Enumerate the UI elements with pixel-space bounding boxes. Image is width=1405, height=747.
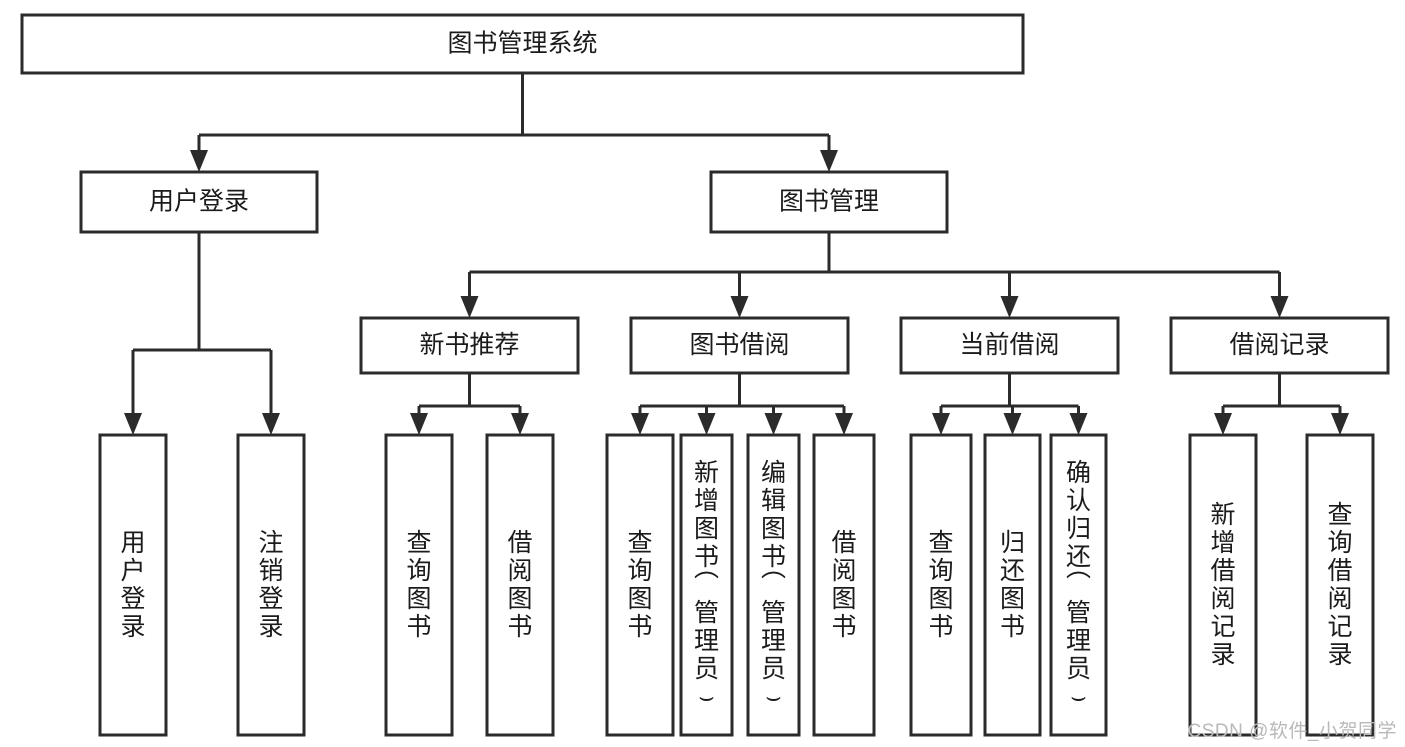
- book-management-arrow-1: [730, 296, 749, 318]
- node-leaf-add-record-label: 新增借阅记录: [1210, 501, 1235, 669]
- node-leaf-add-record[interactable]: 新增借阅记录: [1188, 433, 1258, 737]
- node-new-book-recommend-rect[interactable]: [359, 316, 580, 375]
- node-leaf-borrow-book-1[interactable]: 借阅图书: [485, 433, 555, 737]
- node-user-login[interactable]: 用户登录: [79, 170, 319, 234]
- user-login-arrow-0: [124, 413, 142, 435]
- node-leaf-edit-book[interactable]: 编辑图书⌒管理员⌣: [746, 433, 801, 737]
- current-borrow-arrow-0: [932, 413, 950, 435]
- node-leaf-query-book-1-label: 查询图书: [406, 529, 431, 641]
- watermark-text: CSDN @软件_小贺同学: [1187, 721, 1397, 742]
- node-new-book-recommend[interactable]: 新书推荐: [359, 316, 580, 375]
- book-borrow-arrow-2: [764, 413, 783, 435]
- node-leaf-query-book-2-rect[interactable]: [605, 433, 675, 737]
- current-borrow-arrow-2: [1069, 413, 1088, 435]
- node-leaf-query-book-1-rect[interactable]: [384, 433, 454, 737]
- node-current-borrow-label: 当前借阅: [959, 331, 1059, 359]
- node-root-rect[interactable]: [20, 13, 1025, 75]
- node-leaf-add-book-rect[interactable]: [679, 433, 734, 737]
- node-new-book-recommend-label: 新书推荐: [419, 331, 519, 359]
- node-book-management-rect[interactable]: [709, 170, 949, 234]
- node-leaf-borrow-book-2[interactable]: 借阅图书: [812, 433, 876, 737]
- connector-edges: [124, 73, 1349, 435]
- node-leaf-user-login-rect[interactable]: [98, 433, 168, 737]
- node-current-borrow[interactable]: 当前借阅: [899, 316, 1120, 375]
- node-borrow-record[interactable]: 借阅记录: [1169, 316, 1390, 375]
- node-leaf-return-book[interactable]: 归还图书: [983, 433, 1042, 737]
- node-book-borrow-rect[interactable]: [629, 316, 850, 375]
- node-leaf-edit-book-rect[interactable]: [746, 433, 801, 737]
- new-book-recommend-arrow-1: [511, 413, 529, 435]
- node-leaf-user-login[interactable]: 用户登录: [98, 433, 168, 737]
- node-book-borrow[interactable]: 图书借阅: [629, 316, 850, 375]
- node-leaf-query-record-label: 查询借阅记录: [1327, 501, 1352, 669]
- node-leaf-user-login-label: 用户登录: [120, 529, 145, 641]
- node-leaf-add-record-rect[interactable]: [1188, 433, 1258, 737]
- borrow-record-arrow-1: [1331, 413, 1349, 435]
- node-leaf-edit-book-label: 编辑图书⌒管理员⌣: [761, 459, 786, 711]
- node-leaf-borrow-book-2-rect[interactable]: [812, 433, 876, 737]
- book-management-arrow-0: [460, 296, 479, 318]
- node-leaf-query-record-rect[interactable]: [1305, 433, 1375, 737]
- node-leaf-logout-login-label: 注销登录: [258, 529, 283, 641]
- node-root-label: 图书管理系统: [447, 30, 597, 58]
- user-login-arrow-1: [262, 413, 280, 435]
- root-arrow-1: [820, 150, 838, 172]
- root-arrow-0: [190, 150, 208, 172]
- node-leaf-return-book-rect[interactable]: [983, 433, 1042, 737]
- node-leaf-confirm-return[interactable]: 确认归还⌒管理员⌣: [1049, 433, 1108, 737]
- node-leaf-confirm-return-rect[interactable]: [1049, 433, 1108, 737]
- book-management-arrow-3: [1270, 296, 1289, 318]
- node-borrow-record-rect[interactable]: [1169, 316, 1390, 375]
- node-user-login-rect[interactable]: [79, 170, 319, 234]
- node-user-login-label: 用户登录: [149, 188, 249, 216]
- node-book-management[interactable]: 图书管理: [709, 170, 949, 234]
- new-book-recommend-arrow-0: [410, 413, 428, 435]
- node-leaf-add-book[interactable]: 新增图书⌒管理员⌣: [679, 433, 734, 737]
- node-leaf-borrow-book-1-label: 借阅图书: [507, 529, 532, 641]
- book-borrow-arrow-1: [697, 413, 716, 435]
- book-borrow-arrow-0: [631, 413, 649, 435]
- node-leaf-query-book-2[interactable]: 查询图书: [605, 433, 675, 737]
- node-borrow-record-label: 借阅记录: [1229, 331, 1329, 359]
- borrow-record-arrow-0: [1214, 413, 1232, 435]
- node-leaf-borrow-book-2-label: 借阅图书: [831, 529, 856, 641]
- node-leaf-query-record[interactable]: 查询借阅记录: [1305, 433, 1375, 737]
- node-leaf-query-book-3-label: 查询图书: [928, 529, 953, 641]
- node-book-management-label: 图书管理: [779, 188, 879, 216]
- book-borrow-arrow-3: [835, 413, 853, 435]
- node-boxes: 图书管理系统用户登录图书管理新书推荐图书借阅当前借阅借阅记录用户登录注销登录查询…: [20, 13, 1390, 737]
- node-leaf-query-book-3[interactable]: 查询图书: [909, 433, 973, 737]
- book-management-arrow-2: [1000, 296, 1019, 318]
- node-current-borrow-rect[interactable]: [899, 316, 1120, 375]
- node-leaf-query-book-1[interactable]: 查询图书: [384, 433, 454, 737]
- node-leaf-logout-login-rect[interactable]: [236, 433, 306, 737]
- node-leaf-query-book-3-rect[interactable]: [909, 433, 973, 737]
- node-leaf-add-book-label: 新增图书⌒管理员⌣: [694, 459, 719, 711]
- node-root[interactable]: 图书管理系统: [20, 13, 1025, 75]
- node-leaf-return-book-label: 归还图书: [1000, 529, 1025, 641]
- node-leaf-query-book-2-label: 查询图书: [627, 529, 652, 641]
- node-leaf-borrow-book-1-rect[interactable]: [485, 433, 555, 737]
- node-leaf-confirm-return-label: 确认归还⌒管理员⌣: [1066, 459, 1091, 711]
- node-leaf-logout-login[interactable]: 注销登录: [236, 433, 306, 737]
- current-borrow-arrow-1: [1003, 413, 1022, 435]
- node-book-borrow-label: 图书借阅: [689, 331, 789, 359]
